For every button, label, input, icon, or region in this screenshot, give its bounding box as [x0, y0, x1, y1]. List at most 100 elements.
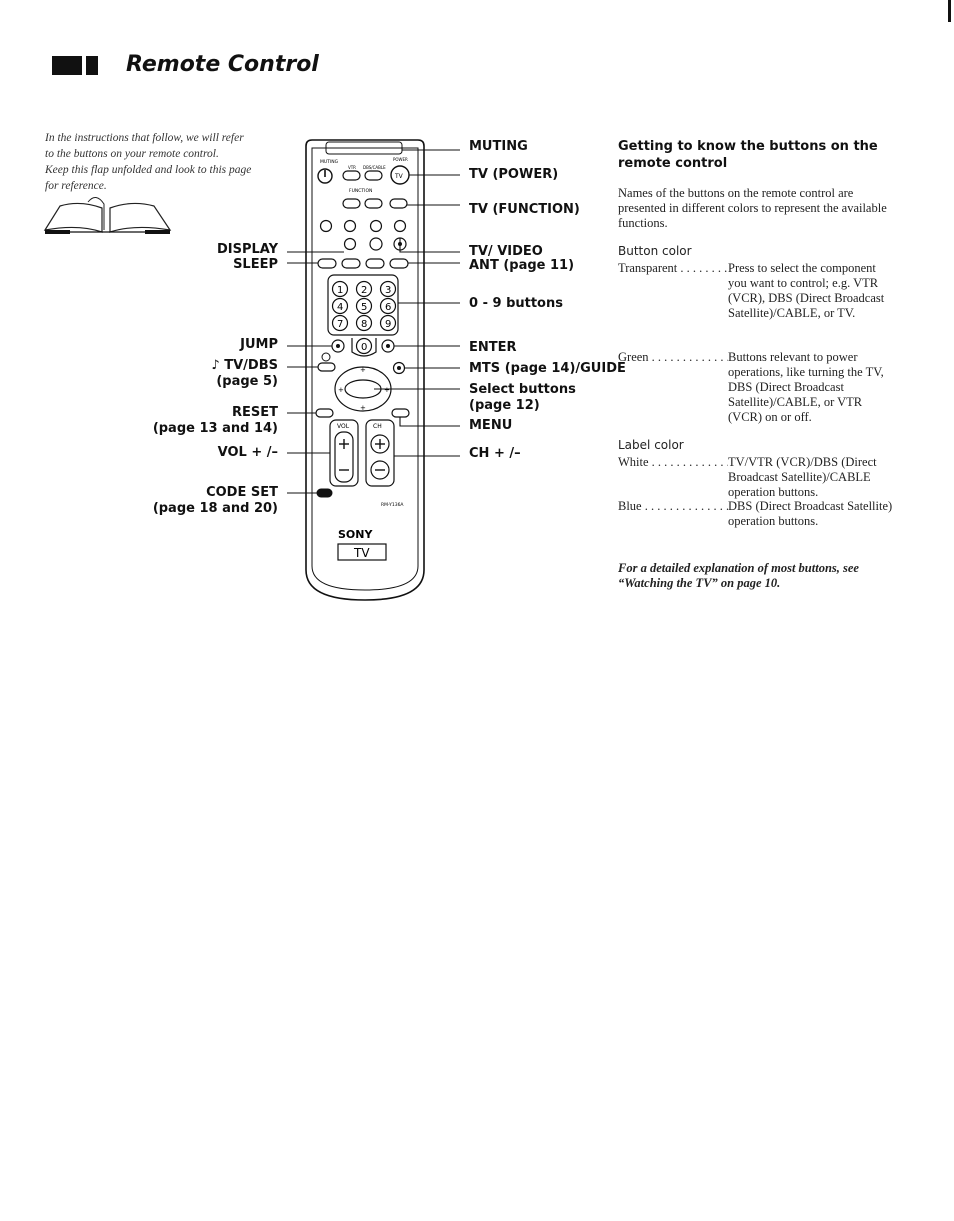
ok-small-button	[343, 219, 357, 233]
function-label: FUNCTION	[349, 188, 372, 194]
svg-text:+: +	[360, 404, 366, 412]
remote-inner-edge	[311, 147, 419, 591]
select-page-callout: (page 12)	[469, 398, 540, 413]
tvdbs-symbol	[321, 352, 331, 362]
dbs-function-button	[364, 198, 383, 209]
reset-page-callout: (page 13 and 14)	[152, 421, 278, 436]
vol-callout: VOL + /–	[217, 445, 278, 460]
mode-box	[337, 543, 387, 561]
intro-line: for reference.	[45, 180, 107, 192]
page-title: Remote Control	[126, 52, 319, 77]
digit-4-label: 4	[337, 302, 343, 313]
dbs-cable-label: DBS/CABLE	[363, 165, 386, 170]
reset-button	[315, 408, 334, 418]
tvdbs-callout-label: TV/DBS	[224, 358, 278, 373]
header-block-large	[52, 56, 82, 75]
muting-small-label: MUTING	[320, 159, 339, 165]
vtr-label: VTR	[348, 165, 356, 170]
digit-3-label: 3	[385, 285, 391, 296]
back-small-button	[369, 219, 383, 233]
digits-callout: 0 - 9 buttons	[469, 296, 563, 311]
definition-term: Blue	[618, 499, 728, 514]
definition-desc: DBS (Direct Broadcast Satellite) operati…	[728, 499, 893, 528]
display-pill-button	[341, 258, 361, 269]
section-heading: Getting to know the buttons on the remot…	[618, 139, 878, 171]
open-book-icon	[43, 197, 172, 234]
digit-5-label: 5	[361, 302, 367, 313]
left-leaders	[287, 251, 344, 494]
digit-8-label: 8	[361, 319, 367, 330]
info-button	[369, 237, 383, 251]
code-set-button	[316, 488, 333, 498]
muting-callout: MUTING	[469, 139, 528, 154]
tv-video-callout: TV/ VIDEO	[469, 244, 543, 259]
number-pad-frame	[327, 274, 399, 336]
codeset-page-callout: (page 18 and 20)	[152, 501, 278, 516]
tvdbs-page-callout: (page 5)	[216, 374, 278, 389]
select-callout: Select buttons	[469, 382, 576, 397]
ant-callout: ANT (page 11)	[469, 258, 575, 273]
intro-text: In the instructions that follow, we will…	[45, 130, 275, 194]
power-label: POWER	[393, 157, 408, 162]
enter-callout: ENTER	[469, 340, 517, 355]
definition-desc: Buttons relevant to power operations, li…	[728, 350, 884, 424]
codeset-callout: CODE SET	[206, 485, 278, 500]
forward-small-button	[393, 219, 407, 233]
ant-button	[389, 258, 409, 269]
digit-3-button	[379, 280, 397, 298]
remote-diagram: MUTING VTR DBS/CABLE POWER TV FUNCTION 1…	[287, 139, 460, 601]
tv-function-button	[389, 198, 408, 209]
digit-5-button	[355, 297, 373, 315]
brand-label: SONY	[338, 528, 373, 541]
intro-line: Keep this flap unfolded and look to this…	[45, 164, 252, 176]
button-color-heading: Button color	[618, 244, 692, 258]
right-leaders	[374, 147, 460, 457]
digit-6-label: 6	[385, 302, 391, 313]
digit-7-button	[331, 314, 349, 332]
page-edge-mark	[948, 0, 951, 22]
vtr-power-button	[342, 170, 361, 181]
sleep-button	[317, 258, 337, 269]
tv-power-callout: TV (POWER)	[469, 167, 559, 182]
digit-2-button	[355, 280, 373, 298]
digit-8-button	[355, 314, 373, 332]
sleep-callout: SLEEP	[233, 257, 278, 272]
display-button	[343, 237, 357, 251]
digit-9-label: 9	[385, 319, 391, 330]
digit-0-label: 0	[361, 342, 367, 353]
header-block-small	[86, 56, 98, 75]
menu-callout: MENU	[469, 418, 513, 433]
digit-0-button	[355, 337, 373, 355]
digit-2-label: 2	[361, 285, 367, 296]
reference-note: For a detailed explanation of most butto…	[618, 561, 859, 590]
definition-term: Transparent	[618, 261, 728, 276]
ch-callout: CH + /–	[469, 446, 521, 461]
intro-paragraph: Names of the buttons on the remote contr…	[618, 186, 887, 230]
mts-callout: MTS (page 14)/GUIDE	[469, 361, 626, 376]
svg-text:+: +	[384, 386, 390, 394]
definition-desc: Press to select the component you want t…	[728, 261, 885, 320]
display-small-button	[319, 219, 333, 233]
tvdbs-button	[317, 362, 336, 372]
digit-buttons: 1 2 3 4 5 6 7 8 9	[331, 280, 397, 332]
note-icon: ♪	[211, 358, 225, 373]
tv-function-callout: TV (FUNCTION)	[469, 202, 580, 217]
ch-frame	[365, 419, 395, 487]
intro-line: to the buttons on your remote control.	[45, 148, 219, 160]
tv-power-text: TV	[394, 173, 404, 180]
display-callout: DISPLAY	[216, 242, 278, 257]
menu-button	[391, 408, 410, 418]
vol-label: VOL	[337, 423, 350, 430]
digit-7-label: 7	[337, 319, 343, 330]
intro-line: In the instructions that follow, we will…	[45, 132, 244, 144]
definition-desc: TV/VTR (VCR)/DBS (Direct Broadcast Satel…	[728, 455, 877, 499]
digit-6-button	[379, 297, 397, 315]
definition-term: White	[618, 455, 728, 470]
svg-text:+: +	[360, 366, 366, 374]
mode-label: TV	[353, 546, 370, 560]
definition-term: Green	[618, 350, 728, 365]
model-label: RM-Y136A	[381, 502, 404, 508]
digit-1-label: 1	[337, 285, 343, 296]
dbs-power-button	[364, 170, 383, 181]
digit-9-button	[379, 314, 397, 332]
